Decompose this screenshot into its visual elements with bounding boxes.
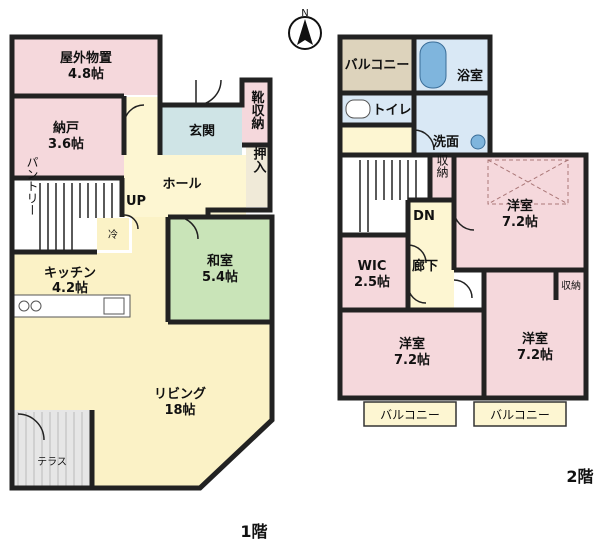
western-room-b xyxy=(340,310,484,398)
western-a-size: 7.2帖 xyxy=(502,214,538,230)
balcony-b1-label: バルコニー xyxy=(380,408,440,422)
floor1-label: 1階 xyxy=(240,522,267,541)
fridge-label: 冷 xyxy=(108,228,118,241)
japanese-room-name: 和室 xyxy=(207,253,233,269)
japanese-room-size: 5.4帖 xyxy=(202,269,238,285)
wic-room xyxy=(340,235,408,310)
shoe-storage-label: 靴収納 xyxy=(249,90,265,131)
western-room-c xyxy=(484,270,586,398)
washbasin-icon xyxy=(470,134,486,150)
kitchen-size: 4.2帖 xyxy=(52,280,88,296)
washroom-label: 洗面 xyxy=(433,134,459,150)
corridor-label: 廊下 xyxy=(412,258,438,274)
right-storage-label: 収納 xyxy=(561,279,581,292)
balcony-top-label: バルコニー xyxy=(345,58,410,73)
floor2-doors xyxy=(407,129,475,304)
compass-north-label: N xyxy=(301,8,308,19)
floor1-inner-walls xyxy=(12,93,272,488)
western-c-name: 洋室 xyxy=(522,331,548,347)
japanese-room xyxy=(168,218,272,322)
outdoor-storage-room xyxy=(12,37,160,95)
stair-storage xyxy=(430,155,454,200)
floor2-diagonals xyxy=(487,159,569,205)
hall-room xyxy=(124,155,246,217)
terrace xyxy=(12,410,92,488)
outdoor-storage-size: 4.8帖 xyxy=(68,66,104,82)
bathtub-icon xyxy=(419,41,447,89)
pantry-label: パントリー xyxy=(25,156,39,216)
hall-label: ホール xyxy=(162,177,201,192)
fridge-space xyxy=(97,218,129,250)
western-a-name: 洋室 xyxy=(507,198,533,214)
wic-name: WIC xyxy=(358,259,387,274)
wic-size: 2.5帖 xyxy=(354,274,390,290)
up-label: UP xyxy=(126,194,146,209)
terrace-label: テラス xyxy=(37,456,67,468)
floor1-doors xyxy=(17,79,222,441)
push-in-label: 押入 xyxy=(251,146,267,173)
toilet-icon xyxy=(345,99,371,119)
stair-storage-label: 収納 xyxy=(435,154,449,178)
compass: N xyxy=(288,8,322,50)
bath-label: 浴室 xyxy=(457,68,483,84)
floor2-label: 2階 xyxy=(566,467,593,486)
floor2-outer-wall xyxy=(337,34,589,401)
living-corridor xyxy=(132,217,168,322)
balcony-b2-label: バルコニー xyxy=(490,408,550,422)
entrance-label: 玄関 xyxy=(189,123,215,139)
balcony-b2 xyxy=(473,401,567,427)
kitchen-name: キッチン xyxy=(44,266,96,281)
living-name: リビング xyxy=(154,386,206,402)
entrance-room xyxy=(160,105,242,155)
western-b-name: 洋室 xyxy=(399,336,425,352)
floor1-plan: 屋外物置 4.8帖 納戸 3.6帖 靴収納 玄関 押入 ホール UP パントリー… xyxy=(9,34,275,541)
stove-burner-icon xyxy=(30,300,42,312)
floor2-inner-walls xyxy=(340,37,586,398)
balcony-top xyxy=(340,37,414,93)
closet-storage-room xyxy=(12,97,124,177)
stove-burner-icon xyxy=(18,300,30,312)
toilet-label: トイレ xyxy=(372,103,411,118)
floor1-outer-wall xyxy=(9,34,275,491)
closet-storage-name: 納戸 xyxy=(53,120,79,136)
closet-storage-size: 3.6帖 xyxy=(48,136,84,152)
sink-icon xyxy=(103,297,125,315)
push-in-room xyxy=(246,145,270,207)
closet-hallway xyxy=(124,97,160,157)
floor1-stairs xyxy=(39,183,113,250)
floor2-stairs xyxy=(359,160,417,232)
north-arrow-icon xyxy=(297,19,313,45)
shoe-storage-room xyxy=(242,80,270,145)
corridor xyxy=(408,200,454,310)
living-room xyxy=(12,217,272,488)
dn-label: DN xyxy=(413,209,435,224)
balcony-b1 xyxy=(363,401,457,427)
outdoor-storage-name: 屋外物置 xyxy=(60,50,112,66)
living-size: 18帖 xyxy=(164,402,195,418)
upper-hallway xyxy=(340,125,414,155)
western-c-size: 7.2帖 xyxy=(517,347,553,363)
floor2-plan: バルコニー 浴室 トイレ 洗面 収納 DN 洋室 7.2帖 WIC 2.5帖 廊… xyxy=(337,34,594,486)
western-room-a xyxy=(454,155,586,270)
western-b-size: 7.2帖 xyxy=(394,352,430,368)
terrace-slats xyxy=(17,412,83,486)
